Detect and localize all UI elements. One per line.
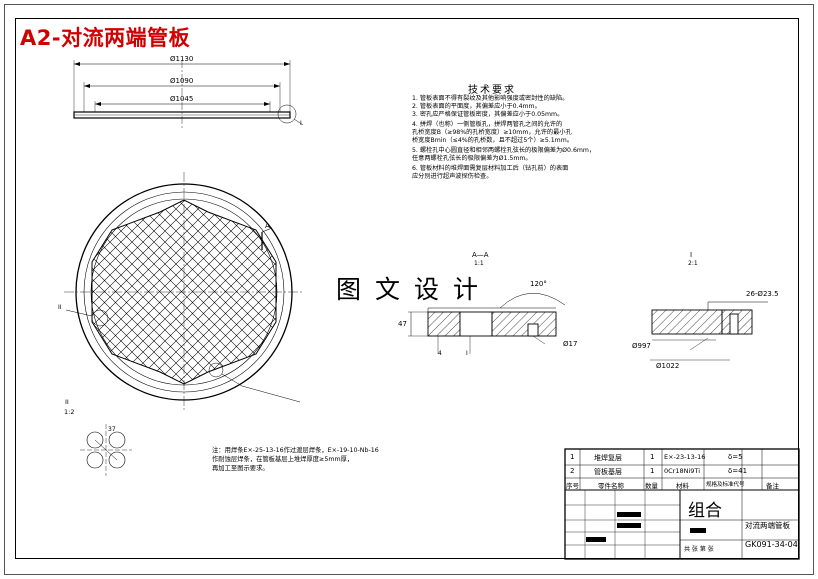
part-no: 1	[570, 453, 575, 461]
detail-i-callout: I	[300, 120, 302, 127]
detail-ii-scale: 1:2	[64, 408, 75, 416]
hole-pattern-detail	[80, 424, 132, 476]
dim-37: 37	[108, 426, 116, 433]
part-spec: δ=41	[728, 467, 748, 475]
section-a-a	[408, 292, 566, 354]
dim-997: Ø997	[632, 342, 651, 350]
sheet-count: 共 张 第 张	[684, 546, 714, 553]
tech-item: 孔桥宽度B（≥98%的孔桥宽度）≥10mm，允许的最小孔	[412, 129, 572, 136]
detail-i	[650, 301, 768, 361]
plate-edge-view	[73, 60, 304, 130]
part-qty: 1	[650, 453, 655, 461]
tech-item: 桥宽度Bmin（≤4%的孔桥数，且不超过5个）≥5.1mm。	[412, 137, 573, 144]
tech-item: 任意两螺栓孔弦长的极限偏差为Ø1.5mm。	[412, 155, 532, 162]
outer-frame	[4, 4, 814, 575]
part-name: 管板基层	[594, 468, 622, 476]
parts-header-spec: 规格及标准代号	[706, 482, 745, 488]
tech-item: 6. 管板材料的堆焊面需复层材料加工后（钻孔前）的表面	[412, 165, 569, 172]
dim-1130: Ø1130	[170, 55, 194, 63]
dim-1090: Ø1090	[170, 77, 194, 85]
drawing-frame	[15, 18, 799, 559]
title-block	[564, 448, 800, 560]
drawing-number: GK091-34-04	[745, 540, 798, 549]
weld-note: 再加工至图示要求。	[212, 465, 269, 472]
weld-note: 作耐蚀层焊条，在管板基层上堆焊厚度≥5mm厚，	[212, 456, 354, 463]
part-no: 2	[570, 467, 575, 475]
dim-47: 47	[398, 320, 407, 328]
section-aa-scale: 1:1	[474, 260, 484, 267]
dim-1022: Ø1022	[656, 362, 680, 370]
tech-title: 技术要求	[468, 85, 516, 96]
plate-plan-view	[64, 172, 304, 412]
detail-ii-callout: II	[58, 304, 62, 311]
tech-item: 5. 螺栓孔中心圆直径和相邻两螺栓孔弦长的极限偏差为Ø0.6mm，	[412, 147, 596, 154]
parts-header-no: 序号	[566, 482, 579, 490]
part-title: 对流两端管板	[745, 521, 790, 530]
tech-item: 2. 管板表面的平面度，其偏差应小于0.4mm。	[412, 103, 541, 110]
section-i-mark: I	[466, 350, 468, 357]
parts-header-remark: 备注	[766, 482, 779, 490]
dim-angle: 120°	[530, 280, 547, 288]
detail-i-scale: 2:1	[688, 260, 698, 267]
section-aa-label: A—A	[472, 251, 489, 259]
section-a-mark: A	[265, 222, 270, 230]
parts-header-material: 材料	[676, 482, 689, 490]
part-spec: δ=5	[728, 453, 743, 461]
dim-17: Ø17	[563, 340, 578, 348]
part-material: 0Cr18Ni9Ti	[664, 467, 700, 475]
tech-item: 3. 密孔应严格保证管板密度，其偏差应小于0.05mm。	[412, 111, 564, 118]
part-qty: 1	[650, 467, 655, 475]
weld-note: 注：用焊条E×-25-13-16作过渡层焊条，E×-19-10-Nb-16	[212, 447, 379, 454]
assembly-label: 组合	[688, 501, 722, 521]
parts-header-name: 零件名称	[598, 482, 624, 490]
tech-item: 4. 拼焊（也称）一侧管板孔，拼焊两管孔之间的允许的	[412, 121, 563, 128]
parts-header-qty: 数量	[645, 482, 658, 490]
detail-ii-label: II	[65, 398, 69, 406]
dim-1045: Ø1045	[170, 95, 194, 103]
dim-hole-spec: 26-Ø23.5	[746, 290, 779, 298]
tech-item: 应分别进行超声波探伤检查。	[412, 173, 493, 180]
drawing-title: A2-对流两端管板	[20, 26, 191, 50]
watermark: 图文设计	[336, 275, 493, 304]
dim-4: 4	[438, 350, 442, 357]
part-name: 堆焊复层	[594, 454, 622, 462]
part-material: E×-23-13-16	[664, 453, 706, 461]
tech-item: 1. 管板表面不得有裂纹及其他影响强度或密封性的缺陷。	[412, 95, 569, 102]
detail-i-label: I	[690, 251, 693, 259]
